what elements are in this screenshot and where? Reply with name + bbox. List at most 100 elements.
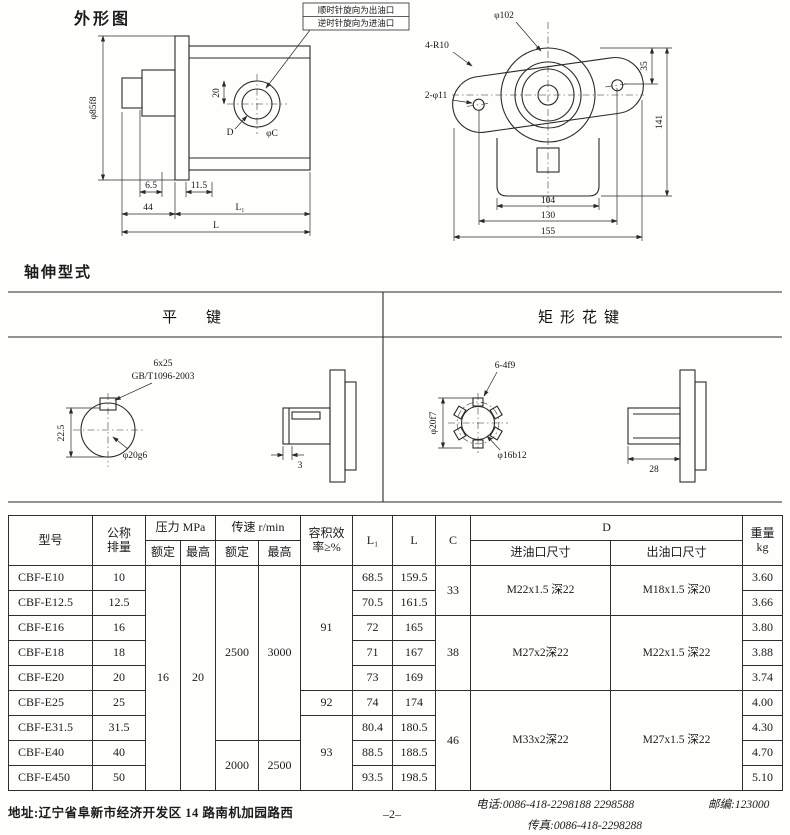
cell-displacement: 31.5: [92, 715, 146, 741]
cell-pressure-rated: 16: [145, 565, 181, 791]
spline-side-dimensions: 28: [627, 446, 681, 475]
front-view-dimensions: φ102 4-R10 2-φ11 35 141 104 130: [425, 11, 672, 241]
table-row: CBF-E40 40 2000 2500 88.5 188.5 4.70: [8, 740, 784, 791]
header-pressure-rated: 额定: [145, 540, 181, 566]
cell-c: 46: [435, 690, 472, 791]
cell-efficiency: 92: [300, 690, 354, 716]
cell-displacement: 18: [92, 640, 146, 666]
cell-l1: 72: [352, 615, 394, 641]
header-model: 型号: [8, 515, 93, 566]
cell-c: 33: [435, 565, 472, 616]
dim-155: 155: [541, 227, 556, 237]
header-c: C: [435, 515, 472, 566]
dim-inner-dia: φ16b12: [497, 451, 526, 461]
cell-outlet: M22x1.5 深22: [610, 615, 744, 691]
flat-key-side-dimensions: 3: [271, 446, 304, 471]
spline-dimensions: 6-4f9 φ20f7 φ16b12: [428, 360, 527, 461]
dim-141: 141: [655, 115, 665, 130]
cell-displacement: 12.5: [92, 590, 146, 616]
dim-l: L: [213, 221, 219, 231]
cell-efficiency: 93: [300, 715, 354, 791]
dim-11-5: 11.5: [191, 181, 208, 191]
cell-model: CBF-E12.5: [8, 590, 93, 616]
cell-inlet: M33x2深22: [470, 690, 612, 791]
cell-pressure-max: 20: [179, 565, 217, 791]
label-port-c: φC: [266, 129, 278, 139]
spline-end-view: [448, 393, 508, 453]
cell-weight: 4.00: [742, 690, 784, 716]
cell-inlet: M22x1.5 深22: [470, 565, 612, 616]
footer-postcode: 邮编:123000: [708, 799, 770, 811]
dim-boss-diameter: φ102: [494, 11, 514, 21]
cell-efficiency: 91: [300, 565, 354, 691]
outline-drawings: 顺时针旋向为出油口 逆时针旋向为进油口 φ85f8 20 D φC 6.5 11: [88, 2, 672, 241]
dim-44: 44: [143, 203, 153, 213]
header-pressure: 压力 MPa: [144, 515, 217, 541]
rotation-callout: 顺时针旋向为出油口 逆时针旋向为进油口: [265, 2, 410, 89]
cell-c: 38: [435, 615, 472, 691]
cell-weight: 5.10: [742, 765, 784, 791]
footer-fax: 传真:0086-418-2298288: [527, 820, 642, 832]
header-line: kg: [756, 539, 769, 554]
header-d: D: [470, 515, 744, 541]
header-speed: 传速 r/min: [215, 515, 302, 541]
dim-130: 130: [541, 211, 556, 221]
cell-l: 180.5: [392, 715, 437, 741]
header-inlet-size: 进油口尺寸: [470, 540, 612, 566]
cell-l: 169: [392, 665, 437, 691]
footer-phone: 电话:0086-418-2298188 2298588: [476, 799, 635, 811]
spec-table: 型号 公称排量 压力 MPa 传速 r/min 容积效率≥% L₁ L C D …: [8, 515, 784, 791]
cell-displacement: 20: [92, 665, 146, 691]
cell-speed-rated: 2000: [215, 740, 260, 791]
cell-l: 188.5: [392, 740, 437, 766]
header-outlet-size: 出油口尺寸: [610, 540, 744, 566]
header-speed-max: 最高: [258, 540, 302, 566]
callout-cw-text: 顺时针旋向为出油口: [318, 5, 395, 15]
header-l: L: [392, 515, 437, 566]
cell-weight: 3.80: [742, 615, 784, 641]
cell-outlet: M18x1.5 深20: [610, 565, 744, 616]
dim-shaft-dia-key: φ20g6: [123, 451, 148, 461]
flat-key-side-view: [282, 369, 357, 483]
cell-l: 174: [392, 690, 437, 716]
pump-front-view: [452, 22, 644, 210]
flat-key-dimensions: 22.5 6x25 GB/T1096-2003 φ20g6: [57, 359, 195, 461]
header-efficiency: 容积效率≥%: [300, 515, 354, 566]
label-corner-radius: 4-R10: [425, 41, 449, 51]
shaft-types-section: 平 键 矩形花键 22.5 6x25 GB/T1096-2003 φ20g6: [8, 291, 782, 503]
table-row: CBF-E20 20 73 169 3.74: [8, 665, 784, 691]
header-pressure-max: 最高: [179, 540, 217, 566]
cell-displacement: 50: [92, 765, 146, 791]
cell-model: CBF-E10: [8, 565, 93, 591]
cell-weight: 3.74: [742, 665, 784, 691]
shaft-section-title: 轴伸型式: [24, 265, 93, 281]
table-row: CBF-E16 16 72 165 38 M27x2深22 M22x1.5 深2…: [8, 615, 784, 691]
dim-port-offset: 20: [212, 88, 222, 98]
cell-l: 198.5: [392, 765, 437, 791]
header-line: 重量: [750, 526, 775, 541]
header-displacement: 公称排量: [92, 515, 146, 566]
cell-l1: 74: [352, 690, 394, 716]
cell-inlet: M27x2深22: [470, 615, 612, 691]
cell-l: 165: [392, 615, 437, 641]
spline-header: 矩形花键: [538, 309, 626, 326]
cell-weight: 3.88: [742, 640, 784, 666]
cell-l1: 71: [352, 640, 394, 666]
cell-l1: 70.5: [352, 590, 394, 616]
header-line: 排量: [106, 539, 131, 554]
cell-weight: 4.70: [742, 740, 784, 766]
cell-speed-rated: 2500: [215, 565, 260, 741]
dim-l1: L₁: [235, 203, 244, 213]
cell-l1: 93.5: [352, 765, 394, 791]
cell-l1: 73: [352, 665, 394, 691]
dim-flange-diameter: φ85f8: [88, 96, 99, 119]
key-standard: GB/T1096-2003: [132, 372, 195, 382]
flat-key-end-view: [73, 393, 143, 467]
flat-key-header: 平 键: [162, 309, 228, 326]
cell-model: CBF-E18: [8, 640, 93, 666]
side-view-dimensions: φ85f8 20 D φC 6.5 11.5 44 L₁ L: [88, 35, 311, 236]
callout-ccw-text: 逆时针旋向为进油口: [318, 18, 395, 28]
header-line: 率≥%: [312, 539, 341, 554]
cell-l: 167: [392, 640, 437, 666]
